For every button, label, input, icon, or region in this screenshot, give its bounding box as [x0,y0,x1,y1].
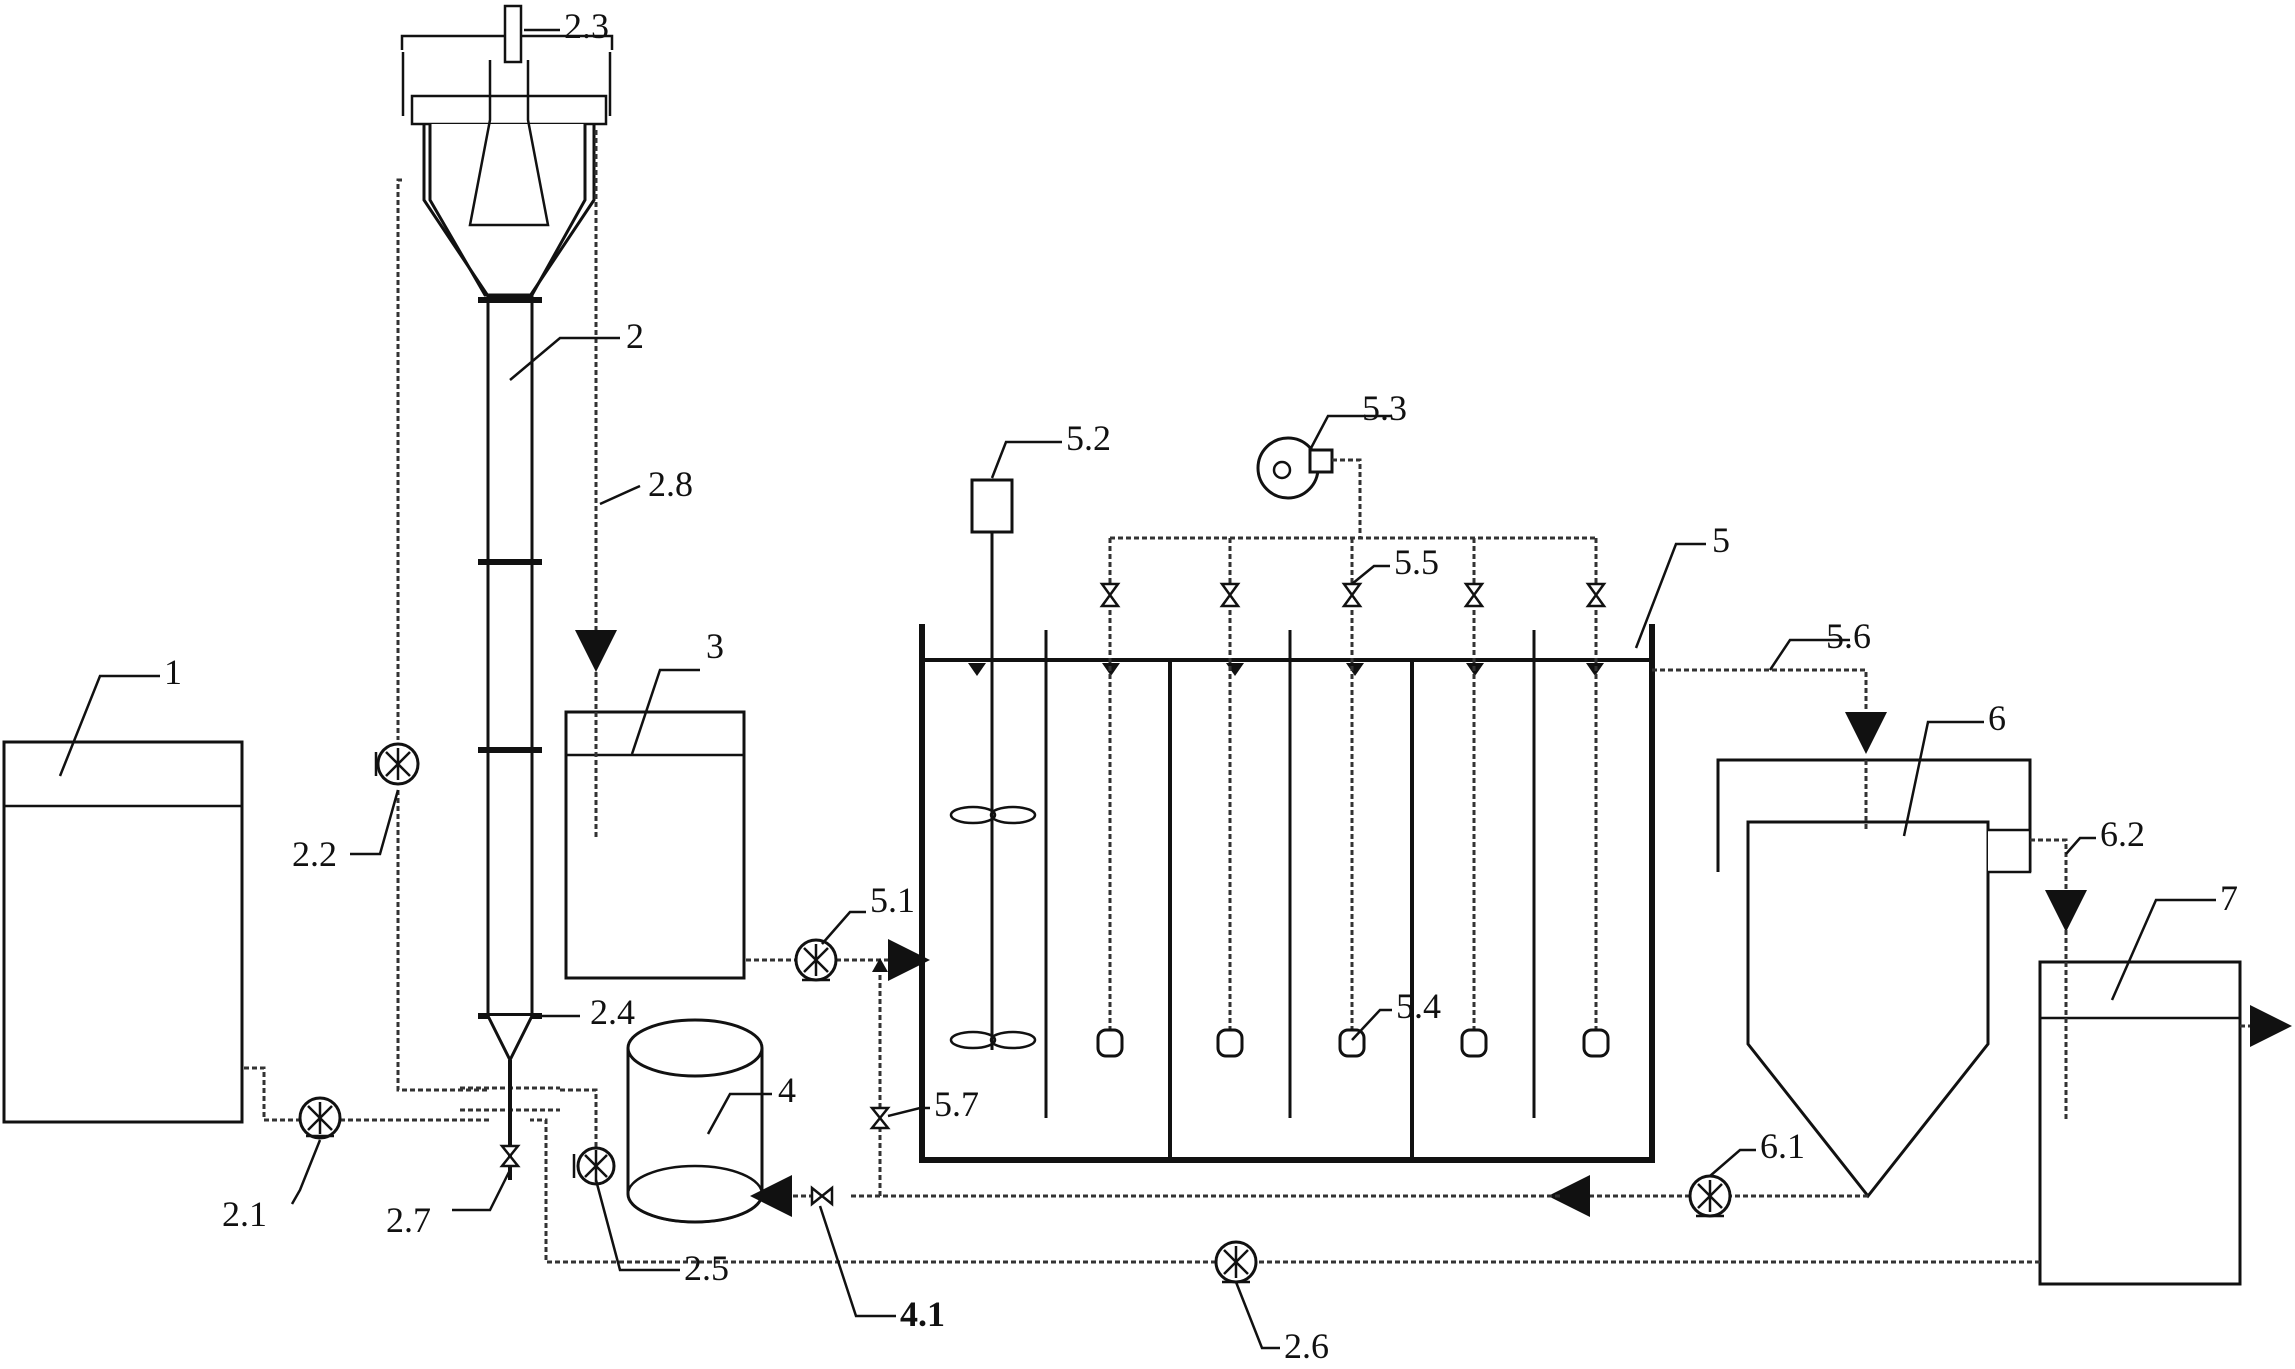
label-2-4: 2.4 [590,992,635,1032]
pump-2-1 [298,1096,342,1140]
bioreactor-5 [919,478,1655,1163]
air-valve [1219,582,1241,608]
label-1: 1 [164,652,182,692]
blower-5-3 [1256,436,1334,500]
air-valve [1463,582,1485,608]
label-5-6: 5.6 [1826,616,1871,656]
label-2-2: 2.2 [292,834,337,874]
pump-2-2 [374,742,420,786]
settler-6 [1716,758,2032,1199]
label-2-7: 2.7 [386,1200,431,1240]
label-6-2: 6.2 [2100,814,2145,854]
air-diffuser [1460,1028,1488,1058]
label-5-7: 5.7 [934,1084,979,1124]
pump-6-1 [1688,1174,1732,1218]
label-2-5: 2.5 [684,1248,729,1288]
label-4: 4 [778,1070,796,1110]
air-diffuser [1338,1028,1366,1058]
air-diffuser [1096,1028,1124,1058]
label-2-3: 2.3 [564,6,609,46]
tank-3 [564,710,746,980]
label-6-1: 6.1 [1760,1126,1805,1166]
label-7: 7 [2220,878,2238,918]
valve-5-7 [869,1106,891,1130]
label-5-2: 5.2 [1066,418,1111,458]
air-diffuser [1216,1028,1244,1058]
label-2: 2 [626,316,644,356]
label-5: 5 [1712,520,1730,560]
label-2-6: 2.6 [1284,1326,1329,1366]
label-5-5: 5.5 [1394,542,1439,582]
pump-2-6 [1214,1240,1258,1284]
air-valve [1099,582,1121,608]
label-5-4: 5.4 [1396,986,1441,1026]
label-5-1: 5.1 [870,880,915,920]
air-valve [1341,582,1363,608]
tank-7 [2038,960,2292,1286]
leader-lines [58,28,2216,1350]
air-valve [1585,582,1607,608]
pump-2-5 [572,1146,616,1186]
label-2-8: 2.8 [648,464,693,504]
pump-5-1 [794,938,838,982]
tank-4 [626,1018,764,1224]
label-3: 3 [706,626,724,666]
reactor-column-2 [400,4,614,1064]
label-5-3: 5.3 [1362,388,1407,428]
tank-1 [2,740,244,1124]
air-diffuser [1582,1028,1610,1058]
aeration-system [1096,458,1610,1058]
piping [244,130,2087,1264]
label-4-1: 4.1 [900,1294,945,1334]
label-6: 6 [1988,698,2006,738]
valve-4-1 [810,1185,834,1207]
label-2-1: 2.1 [222,1194,267,1234]
valve-2-7 [499,1144,521,1168]
